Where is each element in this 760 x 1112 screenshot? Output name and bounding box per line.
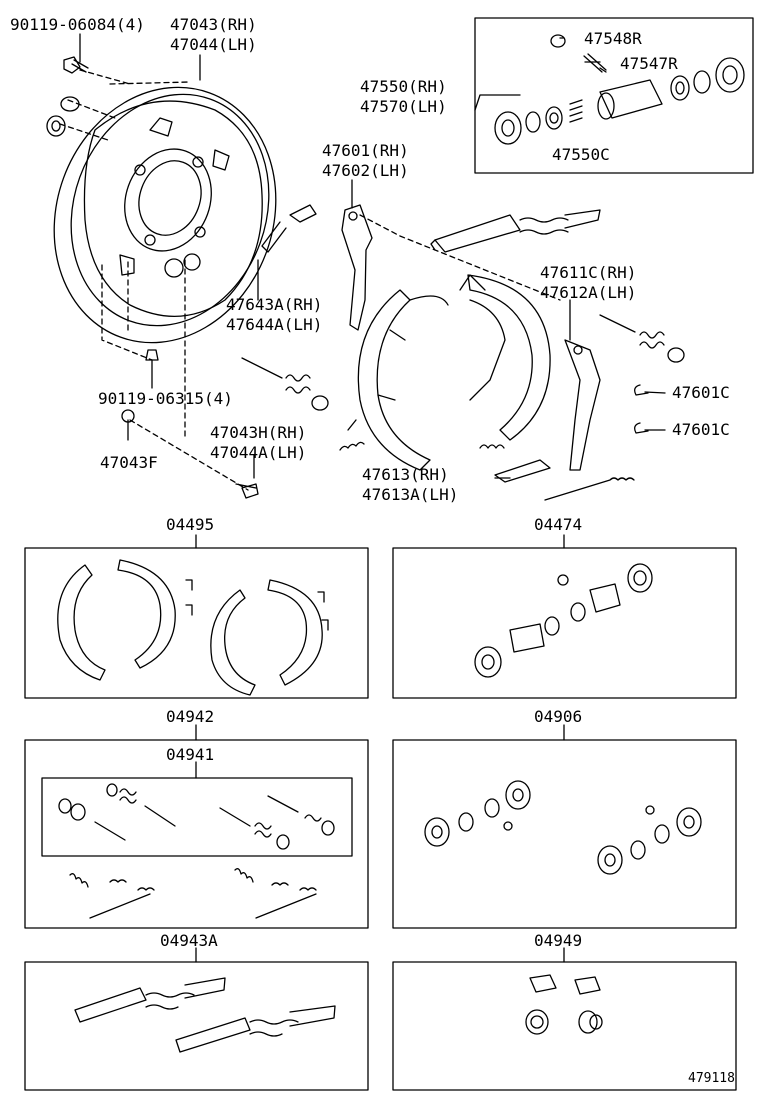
- leader-dashed-top: [59, 69, 191, 141]
- kit-04949-parts: [525, 974, 603, 1035]
- label-adjuster-rh: 47611C(RH): [540, 263, 637, 282]
- kit-04474-parts: [474, 563, 653, 678]
- figure-number: 479118: [688, 1071, 735, 1086]
- kit-04495-shoes: [57, 559, 329, 696]
- adjusting-lever-hole: [573, 345, 583, 355]
- label-kit-04474: 04474: [534, 515, 583, 534]
- wheel-cylinder-box: [474, 17, 754, 174]
- label-lever-rh: 47601(RH): [322, 141, 409, 160]
- kit-04941-parts: [58, 783, 335, 850]
- label-bleeder-cap: 47548R: [584, 29, 642, 48]
- label-strut-rh: 47643A(RH): [226, 295, 323, 314]
- adjusting-spring-link: [494, 459, 551, 483]
- kit-04943a-parts: [74, 977, 336, 1053]
- kit-04474-box: [392, 547, 737, 699]
- label-spring-rh: 47613(RH): [362, 465, 449, 484]
- adjusting-lever: [564, 339, 601, 471]
- label-lever-lh: 47602(LH): [322, 161, 409, 180]
- label-kit-04942: 04942: [166, 707, 215, 726]
- label-kit-04943a: 04943A: [160, 931, 218, 950]
- kit-04942-box: [24, 739, 369, 929]
- kit-04495-box: [24, 547, 369, 699]
- label-clip-a: 47601C: [672, 383, 730, 402]
- return-spring-a: [339, 419, 365, 451]
- label-clip-b: 47601C: [672, 420, 730, 439]
- backing-plate: [53, 86, 277, 344]
- adjusting-cable-spring: [544, 477, 635, 501]
- hold-down-right: [599, 314, 685, 434]
- leader-dashed-left: [101, 259, 249, 491]
- label-kit-04949: 04949: [534, 931, 583, 950]
- leader-dashed-lever: [359, 214, 561, 301]
- box-connectors: [195, 534, 565, 963]
- top-bolts: [46, 56, 89, 137]
- label-kit-04906: 04906: [534, 707, 583, 726]
- label-backing-rh: 47043(RH): [170, 15, 257, 34]
- kit-04943a-box: [24, 961, 369, 1091]
- kit-04942-springs: [69, 868, 317, 919]
- label-cylinder-rh: 47550(RH): [360, 77, 447, 96]
- parking-lever: [341, 204, 373, 331]
- leader-lines: [79, 33, 666, 479]
- adjuster-strut: [430, 209, 601, 253]
- label-kit-04495: 04495: [166, 515, 215, 534]
- hold-down-left: [121, 349, 329, 499]
- label-plug: 47043F: [100, 453, 158, 472]
- label-pin-rh: 47043H(RH): [210, 423, 307, 442]
- kit-04906-parts: [424, 780, 702, 875]
- label-backing-lh: 47044(LH): [170, 35, 257, 54]
- label-adjuster-lh: 47612A(LH): [540, 283, 637, 302]
- kit-04941-box: [41, 777, 353, 857]
- strut-part: [261, 204, 317, 253]
- brake-shoes: [357, 274, 551, 471]
- label-bolt-mid: 90119-06315(4): [98, 389, 233, 408]
- label-kit-04941: 04941: [166, 745, 215, 764]
- label-cylinder-kit: 47550C: [552, 145, 610, 164]
- label-strut-lh: 47644A(LH): [226, 315, 323, 334]
- label-spring-lh: 47613A(LH): [362, 485, 459, 504]
- label-bleeder-plug: 47547R: [620, 54, 678, 73]
- label-cylinder-lh: 47570(LH): [360, 97, 447, 116]
- label-pin-lh: 47044A(LH): [210, 443, 307, 462]
- kit-04906-box: [392, 739, 737, 929]
- kit-04949-box: [392, 961, 737, 1091]
- return-spring-b: [479, 444, 505, 449]
- wheel-cylinder-parts: [494, 34, 745, 145]
- label-bolt-top: 90119-06084(4): [10, 15, 145, 34]
